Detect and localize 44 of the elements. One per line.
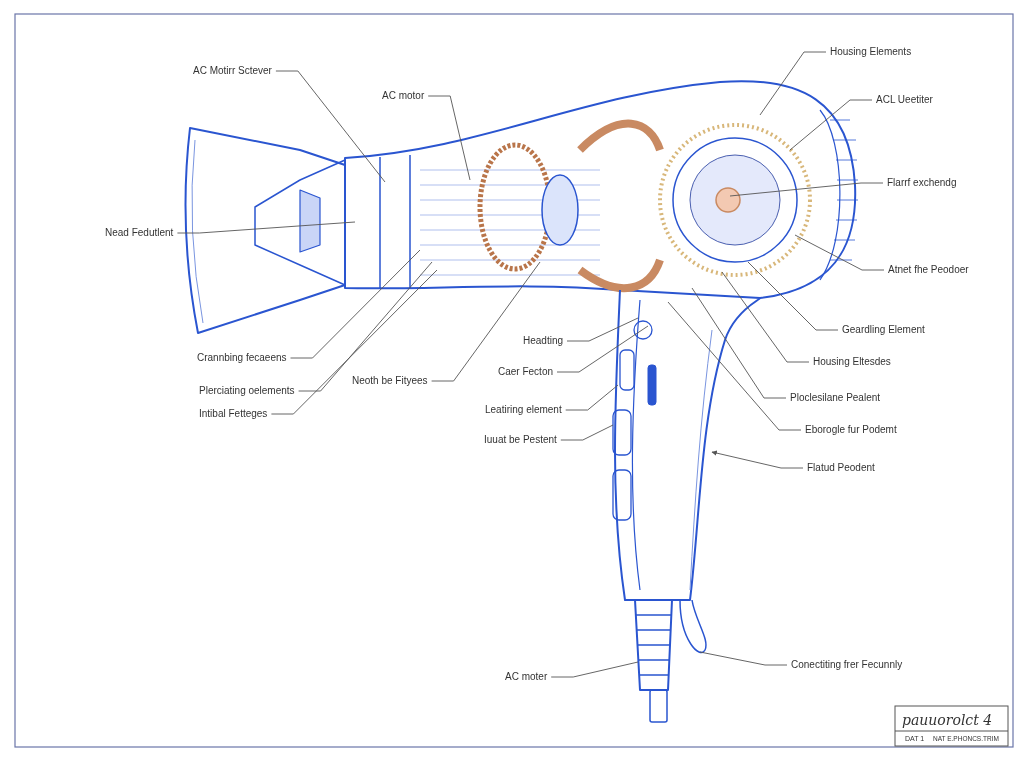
leader-line bbox=[270, 269, 438, 415]
part-label: Iuuat be Pestent bbox=[484, 434, 557, 446]
part-label: Ploclesilane Pealent bbox=[790, 392, 881, 404]
part-label: Housing Elements bbox=[830, 46, 912, 58]
leader-line bbox=[794, 234, 885, 271]
leader-line bbox=[667, 301, 802, 431]
leader-line bbox=[565, 384, 619, 411]
leader-line bbox=[747, 261, 839, 331]
part-label: Headting bbox=[523, 335, 564, 347]
leader-line bbox=[721, 271, 810, 363]
part-label: Intibal Fetteges bbox=[199, 408, 268, 420]
leader-line bbox=[566, 317, 639, 342]
part-label: Caer Fecton bbox=[498, 366, 554, 378]
part-label: Housing Eltesdes bbox=[813, 356, 891, 368]
part-label: AC moter bbox=[505, 671, 548, 683]
title-block-text: pauuorolct 4 bbox=[902, 712, 993, 728]
leader-line bbox=[699, 651, 788, 666]
leader-line bbox=[759, 51, 827, 116]
part-label: Leatiring element bbox=[485, 404, 562, 416]
leader-line bbox=[290, 249, 421, 359]
leader-line bbox=[550, 661, 639, 678]
leader-line bbox=[176, 221, 356, 234]
leader-line bbox=[298, 261, 433, 392]
part-label: Geardling Element bbox=[842, 324, 925, 336]
leader-line bbox=[556, 325, 649, 373]
part-label: ACL Ueetiter bbox=[876, 94, 933, 106]
part-label: AC Motirr Sctever bbox=[193, 65, 272, 77]
leader-line bbox=[789, 99, 873, 151]
part-label: Atnet fhe Peodoer bbox=[888, 264, 969, 276]
part-label: AC motor bbox=[382, 90, 425, 102]
part-label: Flarrf exchendg bbox=[887, 177, 957, 189]
leader-line bbox=[560, 424, 614, 441]
part-label: Plerciating oelements bbox=[199, 385, 295, 397]
leader-line bbox=[431, 261, 541, 382]
part-label: Crannbing fecaeens bbox=[197, 352, 287, 364]
leader-line bbox=[427, 95, 471, 181]
part-label: Eborogle fur Podemt bbox=[805, 424, 897, 436]
part-label: Nead Fedutlent bbox=[105, 227, 174, 239]
part-label: Flatud Peodent bbox=[807, 462, 875, 474]
part-label: Neoth be Fityees bbox=[352, 375, 428, 387]
leader-line bbox=[729, 182, 884, 197]
leader-line bbox=[691, 287, 787, 399]
leader-line bbox=[275, 70, 386, 183]
part-label: Conectiting frer Fecunnly bbox=[791, 659, 903, 671]
